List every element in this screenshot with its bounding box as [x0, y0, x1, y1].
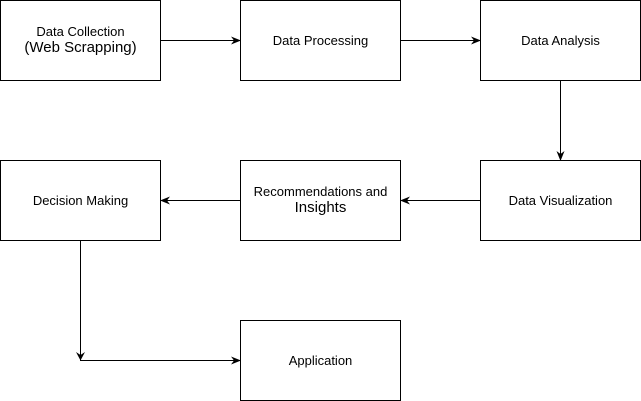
- node-application-label: Application: [288, 352, 353, 368]
- node-data-collection-sublabel: (Web Scrapping): [24, 39, 137, 57]
- edge-decision-to-application: [80, 241, 241, 365]
- elbow-arrowhead: [76, 352, 85, 361]
- node-data-processing[interactable]: Data Processing: [240, 0, 401, 81]
- node-recommendations-label: Recommendations and: [253, 183, 388, 199]
- node-decision-making[interactable]: Decision Making: [0, 160, 161, 241]
- node-decision-making-label: Decision Making: [32, 192, 129, 208]
- node-recommendations-sublabel: Insights: [294, 199, 347, 217]
- node-data-collection[interactable]: Data Collection (Web Scrapping): [0, 0, 161, 81]
- node-data-visualization-label: Data Visualization: [508, 192, 613, 208]
- node-application[interactable]: Application: [240, 320, 401, 401]
- node-recommendations[interactable]: Recommendations and Insights: [240, 160, 401, 241]
- node-data-analysis-label: Data Analysis: [521, 32, 600, 48]
- node-data-analysis[interactable]: Data Analysis: [480, 0, 641, 81]
- node-data-visualization[interactable]: Data Visualization: [480, 160, 641, 241]
- node-data-processing-label: Data Processing: [272, 32, 369, 48]
- node-data-collection-label: Data Collection: [36, 23, 125, 39]
